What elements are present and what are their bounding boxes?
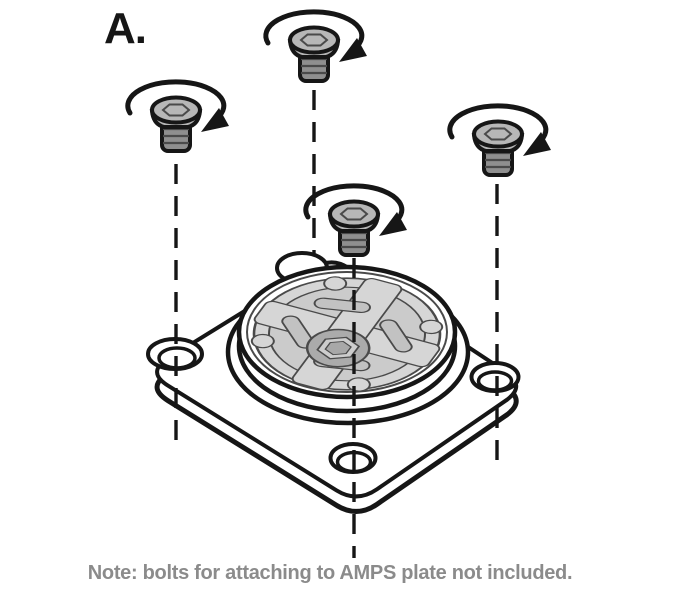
- corner-hole-right: [469, 361, 521, 393]
- rim-tab-east: [419, 319, 444, 335]
- bolt-left: [128, 82, 229, 151]
- rim-tab-west: [250, 333, 275, 349]
- note-text: Note: bolts for attaching to AMPS plate …: [87, 562, 573, 584]
- hex-socket-hole: [324, 340, 352, 356]
- twist-lock-mount: [225, 264, 471, 426]
- groove-slot-top: [313, 297, 372, 314]
- bolt-right: [450, 106, 551, 175]
- groove-slot-right: [379, 319, 413, 353]
- rim-tab-north: [323, 276, 348, 291]
- bolt-top: [266, 12, 367, 81]
- bolt-center: [306, 186, 407, 255]
- mount-rim-line: [246, 271, 448, 393]
- step-label: A.: [104, 4, 147, 53]
